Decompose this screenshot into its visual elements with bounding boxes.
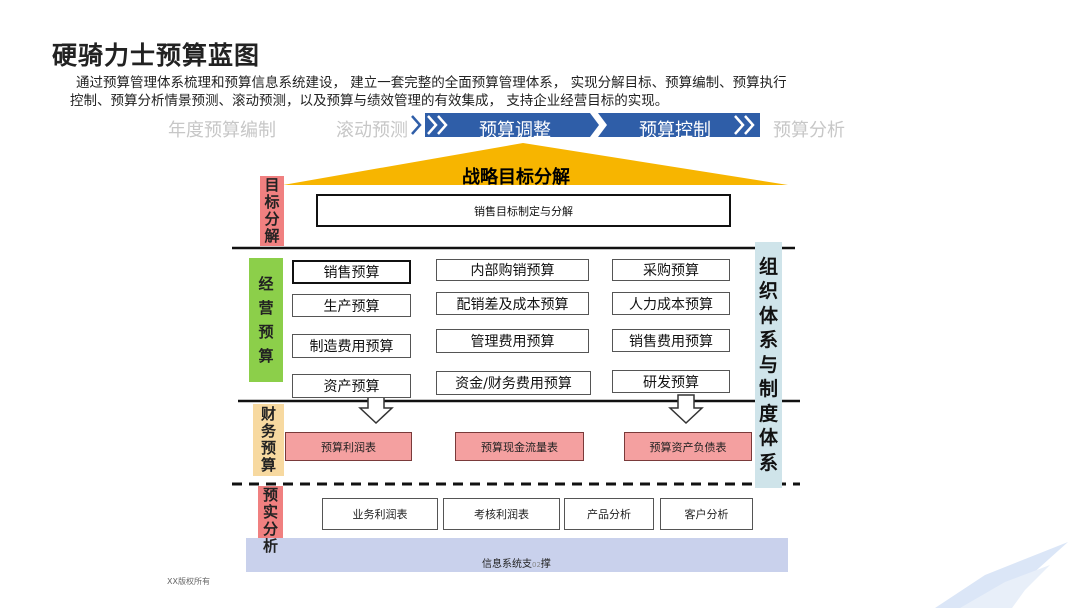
roof-title: 战略目标分解 — [462, 167, 570, 188]
down-arrow-left — [358, 394, 394, 425]
stage-chevron-band — [425, 113, 760, 137]
finance-section-bar — [253, 404, 284, 476]
goal-section-bar — [260, 176, 284, 246]
stage-annual-budget: 年度预算编制 — [168, 120, 276, 141]
operating-item: 人力成本预算 — [612, 292, 730, 315]
goal-section-label: 目标分解 — [260, 176, 284, 246]
info-support-text-end: 撑 — [540, 559, 551, 570]
org-system-side-label: 组织体系与制度体系 — [755, 242, 782, 488]
analysis-item: 考核利润表 — [443, 498, 560, 530]
corner-swoosh-decoration — [935, 542, 1068, 608]
info-support-text: 信息系统支 — [482, 559, 532, 570]
operating-item: 研发预算 — [612, 370, 730, 393]
chevron-divider — [590, 113, 607, 137]
info-support-label: 信息系统支02撑 — [482, 555, 551, 570]
operating-item: 内部购销预算 — [436, 259, 589, 281]
down-arrow-right — [668, 394, 704, 425]
chevron-arrow-1 — [427, 115, 438, 135]
finance-section-label: 财务预算 — [253, 404, 284, 476]
operating-item: 制造费用预算 — [292, 334, 411, 358]
operating-item: 资产预算 — [292, 374, 411, 398]
side-label-text: 组织体系与制度体系 — [758, 255, 778, 474]
analysis-item: 产品分析 — [564, 498, 654, 530]
finance-item: 预算现金流量表 — [455, 432, 584, 461]
stage-budget-control: 预算控制 — [639, 120, 711, 141]
intro-line-1: 通过预算管理体系梳理和预算信息系统建设， 建立一套完整的全面预算管理体系， 实现… — [76, 75, 787, 91]
operating-item: 配销差及成本预算 — [436, 292, 589, 315]
goal-label-text: 目标分解 — [264, 176, 280, 245]
intro-text: 通过预算管理体系梳理和预算信息系统建设， 建立一套完整的全面预算管理体系， 实现… — [70, 74, 920, 110]
operating-item: 采购预算 — [612, 259, 730, 281]
operating-item: 生产预算 — [292, 294, 411, 317]
copyright-footer: XX版权所有 — [167, 577, 210, 586]
operating-item: 销售费用预算 — [612, 329, 730, 352]
analysis-item: 业务利润表 — [322, 498, 438, 530]
operating-section-bar — [249, 258, 283, 382]
operating-section-label: 经营预算 — [249, 258, 283, 382]
operating-item: 销售预算 — [292, 260, 411, 284]
analysis-label-text: 预实分析 — [263, 486, 279, 555]
chevron-arrow-4 — [744, 115, 755, 135]
intro-line-2: 控制、预算分析情景预测、滚动预测，以及预算与绩效管理的有效集成， 支持企业经营目… — [70, 93, 669, 109]
operating-label-text: 经营预算 — [258, 275, 274, 365]
roof-triangle — [283, 143, 788, 185]
finance-item: 预算利润表 — [285, 432, 412, 461]
chevron-arrow-0 — [411, 115, 422, 135]
analysis-section-label: 预实分析 — [258, 486, 283, 556]
info-support-bar — [246, 538, 788, 572]
stage-budget-adjustment: 预算调整 — [479, 120, 551, 141]
analysis-item: 客户分析 — [660, 498, 753, 530]
stage-budget-analysis: 预算分析 — [773, 120, 845, 141]
operating-item: 管理费用预算 — [436, 329, 589, 353]
sales-target-box: 销售目标制定与分解 — [316, 194, 731, 227]
chevron-arrow-2 — [437, 115, 448, 135]
chevron-arrow-3 — [734, 115, 745, 135]
stage-rolling-forecast: 滚动预测 — [336, 120, 408, 141]
finance-label-text: 财务预算 — [261, 405, 277, 474]
operating-item: 资金/财务费用预算 — [436, 371, 591, 395]
finance-item: 预算资产负债表 — [624, 432, 752, 461]
page-title: 硬骑力士预算蓝图 — [52, 41, 261, 70]
page-number: 02 — [532, 561, 541, 569]
corner-swoosh-decoration-2 — [960, 565, 1050, 608]
